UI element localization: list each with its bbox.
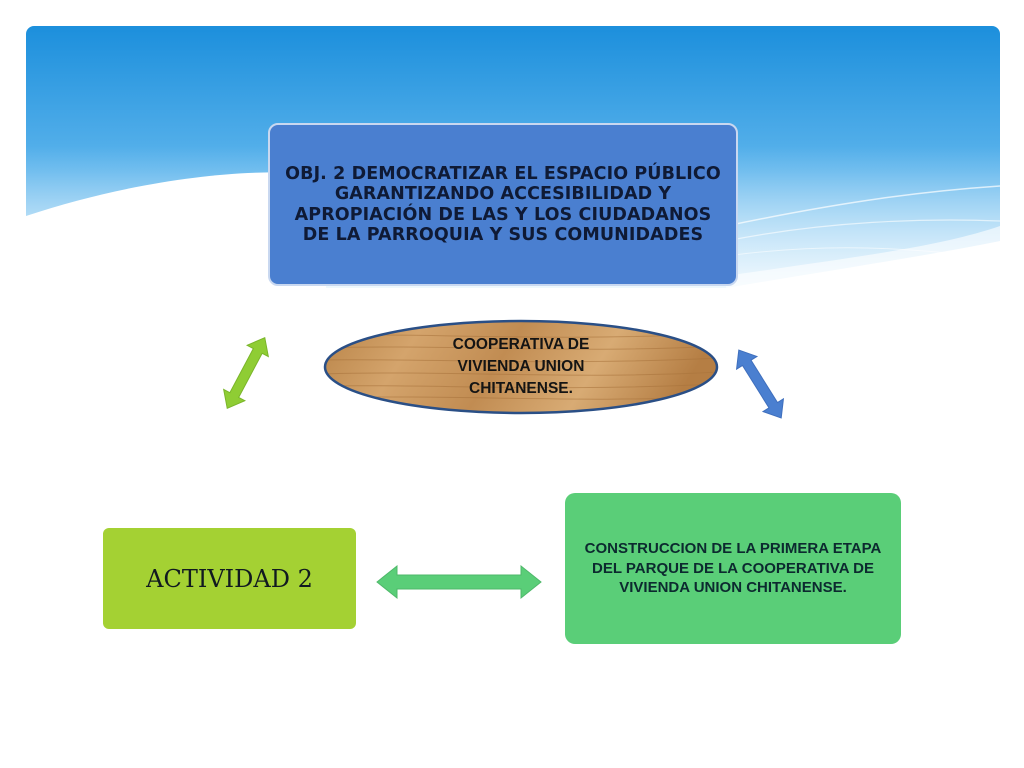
cooperative-center-ellipse: COOPERATIVA DE VIVIENDA UNION CHITANENSE… [322, 318, 720, 416]
wood-ellipse-shape [323, 319, 719, 415]
construction-text: CONSTRUCCION DE LA PRIMERA ETAPA DEL PAR… [584, 540, 882, 597]
activity-text: ACTIVIDAD 2 [146, 564, 313, 593]
green-diagonal-arrow [222, 336, 270, 410]
objective-box: OBJ. 2 DEMOCRATIZAR EL ESPACIO PÚBLICO G… [268, 123, 738, 286]
cooperative-text: COOPERATIVA DE VIVIENDA UNION CHITANENSE… [452, 336, 590, 397]
cooperative-label-wrap: COOPERATIVA DE VIVIENDA UNION CHITANENSE… [322, 318, 720, 416]
activity-box: ACTIVIDAD 2 [103, 528, 356, 629]
blue-diagonal-arrow [735, 349, 785, 419]
objective-text: OBJ. 2 DEMOCRATIZAR EL ESPACIO PÚBLICO G… [285, 163, 721, 245]
green-horizontal-arrow [376, 564, 542, 600]
construction-box: CONSTRUCCION DE LA PRIMERA ETAPA DEL PAR… [565, 493, 901, 644]
